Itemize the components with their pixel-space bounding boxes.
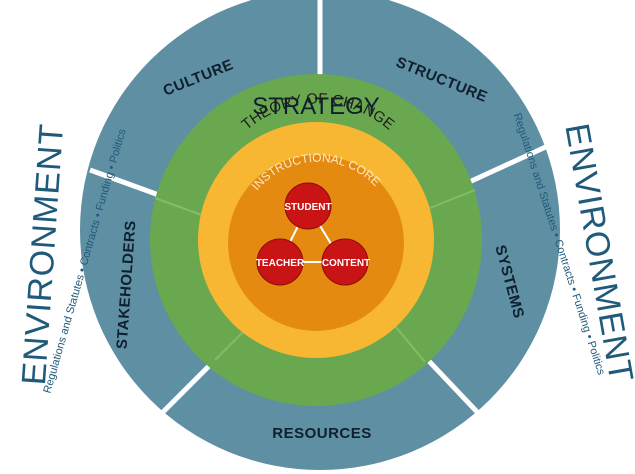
instructional-core-circle (228, 155, 404, 331)
strategy-title: STRATEGY (252, 93, 380, 120)
teacher-node-label: TEACHER (256, 258, 305, 269)
teacher-node (256, 238, 304, 286)
segment-label-resources: RESOURCES (272, 425, 372, 442)
content-node (321, 238, 369, 286)
content-node-label: CONTENT (322, 258, 370, 269)
student-node-label: STUDENT (284, 202, 331, 213)
student-node (284, 182, 332, 230)
node-triangle (278, 203, 344, 263)
